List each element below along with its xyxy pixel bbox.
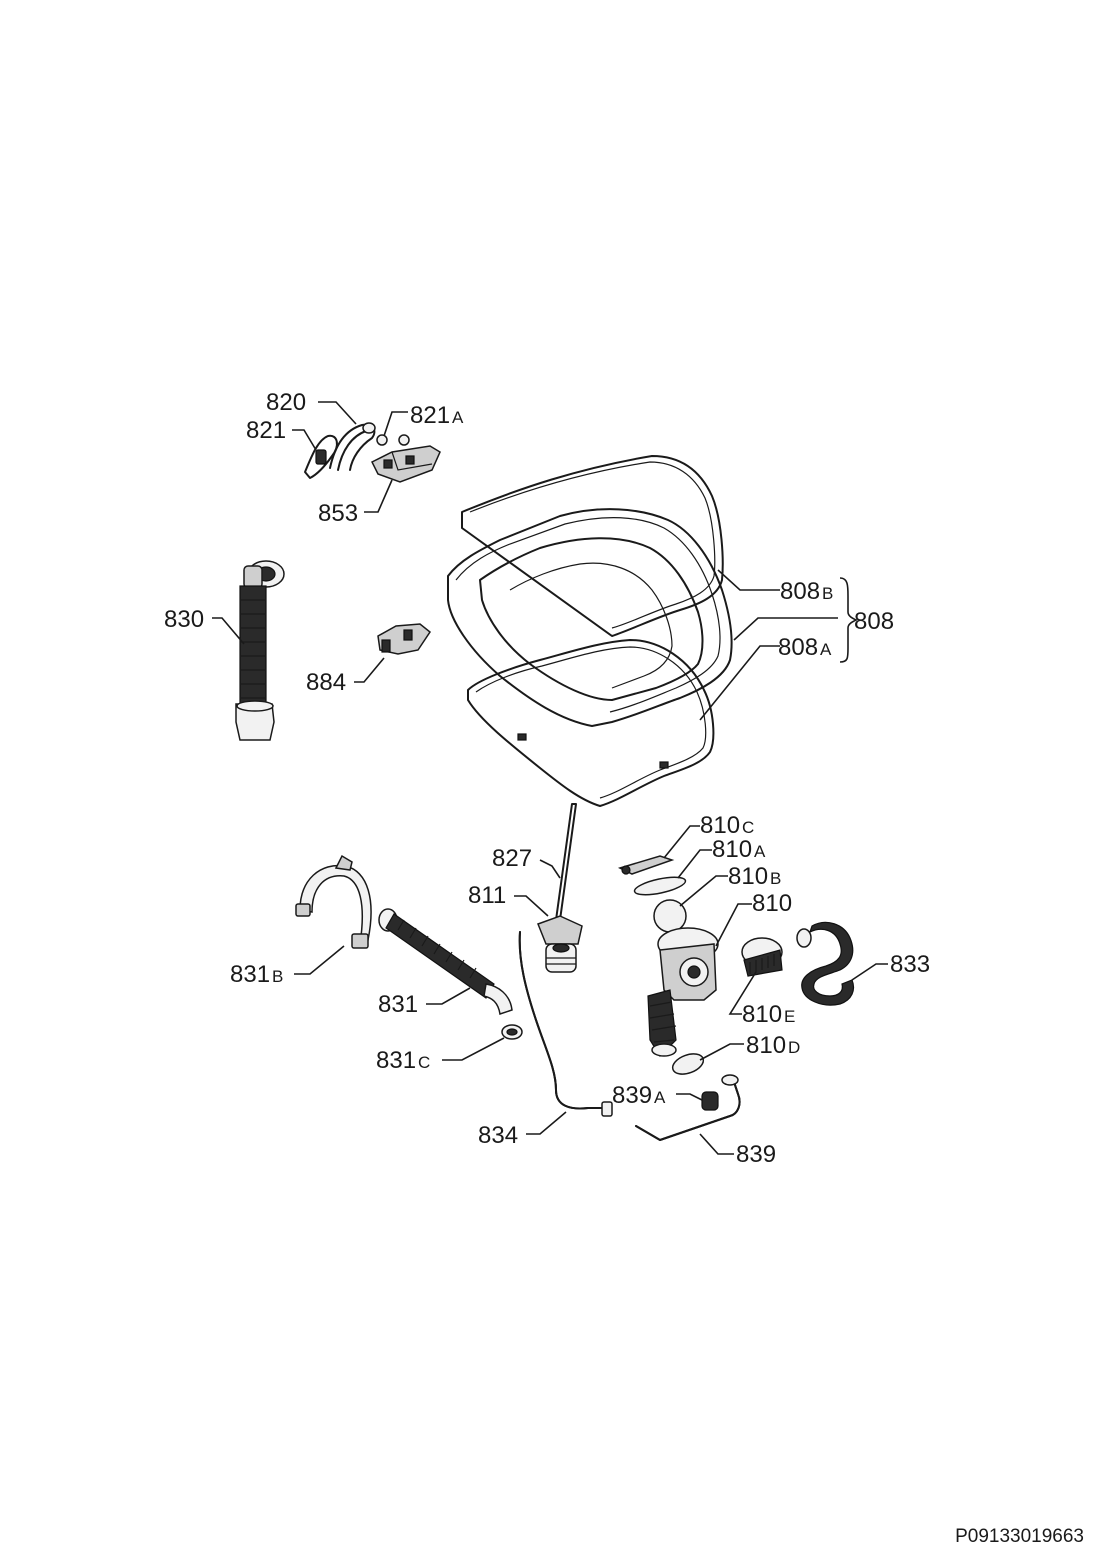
part-810e-filter <box>741 937 783 977</box>
part-808-door-inner-ring <box>447 508 733 727</box>
label-820: 820 <box>266 389 306 416</box>
label-853: 853 <box>318 500 358 527</box>
part-811-pressure-chamber <box>537 915 583 973</box>
part-830-drain-hose <box>235 560 285 741</box>
part-831-outlet-hose <box>378 908 513 1015</box>
label-811: 811 <box>468 882 506 909</box>
part-810a-seal-ring <box>633 876 687 896</box>
part-808a-door-glass-seal <box>467 639 715 807</box>
label-834: 834 <box>478 1122 518 1149</box>
part-810-pump-housing <box>647 927 719 1057</box>
label-884: 884 <box>306 669 346 696</box>
part-884-cable-clip <box>377 623 432 655</box>
label-833: 833 <box>890 951 930 978</box>
brace-808 <box>839 577 858 663</box>
label-821: 821 <box>246 417 286 444</box>
part-831c-clip <box>501 1024 523 1040</box>
label-808: 808 <box>854 608 894 635</box>
label-830: 830 <box>164 606 204 633</box>
part-839a-connector <box>701 1091 719 1111</box>
part-810c-gasket <box>617 855 675 875</box>
part-853-mounting-bracket <box>370 445 441 483</box>
part-834-hose <box>518 931 613 1117</box>
label-827: 827 <box>492 845 532 872</box>
part-839-hose-pipe <box>635 1074 741 1141</box>
part-810d-clamp-ring <box>671 1053 705 1075</box>
document-code: P09133019663 <box>955 1526 1084 1547</box>
part-831b-hose-bend <box>295 854 372 949</box>
part-827-rod <box>555 803 577 921</box>
label-831: 831 <box>378 991 418 1018</box>
part-833-pump-hose <box>796 921 855 1006</box>
label-810: 810 <box>752 890 792 917</box>
part-821-clamp <box>304 434 338 479</box>
part-820-hose-clip <box>329 422 376 471</box>
label-839: 839 <box>736 1141 776 1168</box>
part-808b-door-frame-outer <box>461 455 724 637</box>
part-821a-screws <box>376 434 410 446</box>
